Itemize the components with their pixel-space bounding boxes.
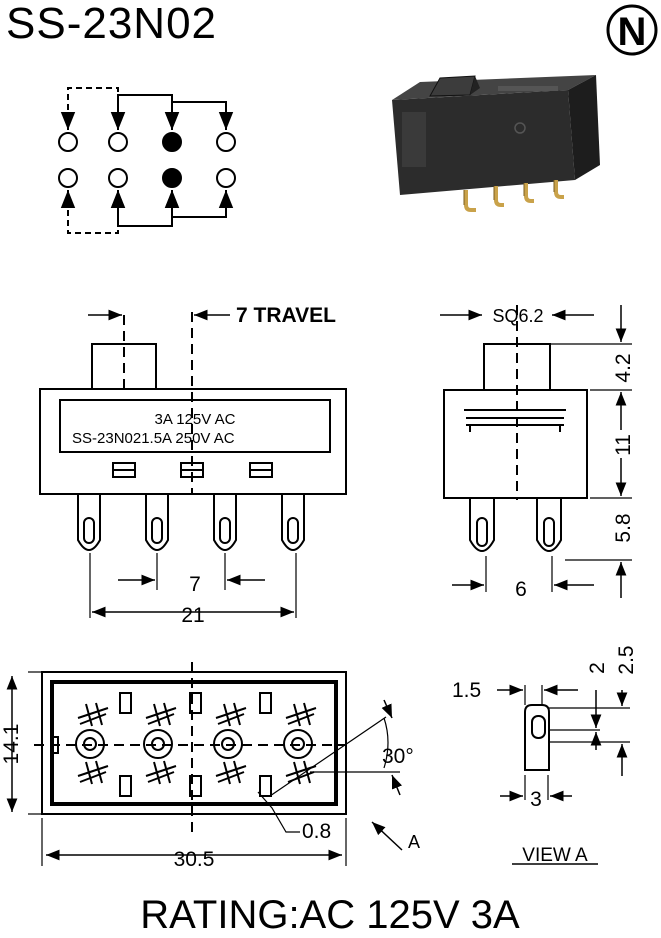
pin-spacing-dimension: 6: [515, 578, 527, 601]
view-a-marker: A: [408, 832, 420, 852]
travel-label: 7 TRAVEL: [236, 304, 336, 327]
square-dimension: SQ6.2: [492, 306, 543, 326]
view-a-dim-3: 3: [530, 788, 542, 811]
front-view: [39, 309, 347, 618]
pin-length-dimension: 5.8: [612, 513, 635, 542]
view-a-title: VIEW A: [522, 845, 588, 866]
angle-dimension: 30°: [382, 745, 414, 768]
label-line-1: 3A 125V AC: [155, 411, 236, 428]
product-photo: [392, 75, 600, 212]
slot-dimension: 0.8: [302, 820, 331, 843]
rating-text: RATING:AC 125V 3A: [140, 893, 520, 937]
view-a-dim-2-5: 2.5: [615, 645, 638, 674]
photo-pins: [464, 180, 564, 212]
pitch-dimension: 7: [189, 573, 201, 596]
side-view: [440, 305, 632, 598]
bottom-view: [6, 662, 403, 866]
brand-logo: N: [606, 4, 658, 56]
part-number-title: SS-23N02: [6, 0, 217, 48]
bottom-height-dimension: 14.1: [0, 724, 23, 765]
logo-letter: N: [618, 10, 647, 54]
bottom-width-dimension: 30.5: [174, 848, 215, 871]
actuator-height-dimension: 4.2: [612, 353, 635, 382]
switch-schematic: [58, 87, 236, 234]
width-dimension: 21: [181, 604, 204, 627]
view-a-detail: [497, 684, 630, 865]
body-height-dimension: 11: [612, 434, 635, 456]
view-a-dim-1-5: 1.5: [452, 679, 481, 702]
label-line-2: SS-23N021.5A 250V AC: [72, 430, 235, 447]
view-a-dim-2: 2: [586, 662, 609, 674]
